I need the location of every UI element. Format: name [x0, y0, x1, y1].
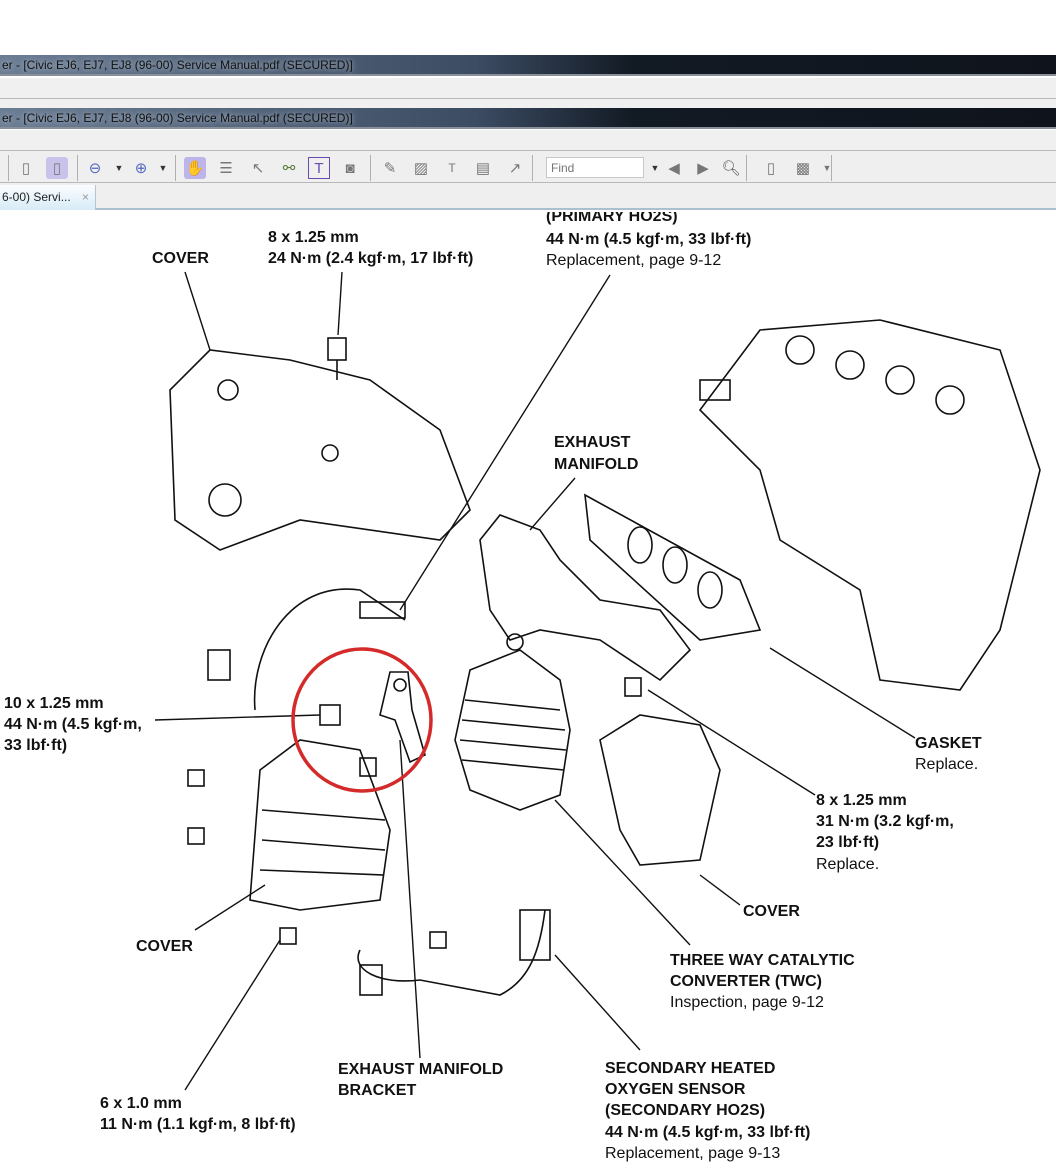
label-bolt-left-torque-2: 33 lbf·ft): [4, 737, 68, 754]
background-menubar: [0, 78, 1056, 98]
bookmark-icon[interactable]: ▯: [766, 160, 776, 177]
exhaust-manifold-part: [479, 514, 692, 682]
label-nut-right-torque: 31 N·m (3.2 kgf·m,: [816, 813, 954, 830]
label-secondary-ho2s-3: (SECONDARY HO2S): [605, 1102, 766, 1119]
toolbar: ▯ ▯ ⊖ ▼ ⊕ ▼ ✋ ☰ ↖ ⚯ T ◙ ✎ ▨ T ▤ ↗ ▼ ◀ ▶ …: [0, 150, 1056, 183]
label-bolt-left-size: 10 x 1.25 mm: [4, 695, 104, 712]
tab-label: 6-00) Servi...: [2, 190, 71, 204]
menubar: [0, 130, 1056, 150]
label-bracket: EXHAUST MANIFOLD: [338, 1061, 504, 1078]
highlight-circle: [291, 647, 433, 793]
find-next-icon[interactable]: ▶: [697, 160, 709, 177]
label-bolt-left-torque: 44 N·m (4.5 kgf·m,: [4, 716, 142, 733]
find-prev-icon[interactable]: ◀: [668, 160, 680, 177]
cover-right-part: [599, 714, 721, 866]
exhaust-manifold-diagram: [154, 271, 1041, 1091]
catalytic-converter: [454, 649, 571, 811]
text-icon[interactable]: T: [448, 161, 456, 175]
snapshot-icon[interactable]: ◙: [345, 159, 355, 177]
background-window-titlebar: er - [Civic EJ6, EJ7, EJ8 (96-00) Servic…: [0, 55, 1056, 76]
gasket: [584, 493, 762, 641]
label-nut-right-note: Replace.: [816, 856, 880, 873]
bolts: [187, 677, 642, 949]
label-gasket-note: Replace.: [915, 756, 979, 773]
engine-block: [698, 319, 1041, 691]
label-cover-left: COVER: [136, 938, 193, 955]
label-primary-ho2s-torque: 44 N·m (4.5 kgf·m, 33 lbf·ft): [546, 231, 752, 248]
find-binoculars-icon[interactable]: ⚯: [282, 160, 296, 177]
label-bolt-top-torque: 24 N·m (2.4 kgf·m, 17 lbf·ft): [268, 250, 474, 267]
reading-icon[interactable]: ☰: [219, 160, 233, 177]
label-cover-right: COVER: [743, 903, 800, 920]
label-bolt-bottom-size: 6 x 1.0 mm: [100, 1095, 182, 1112]
label-primary-ho2s: (PRIMARY HO2S): [546, 208, 678, 225]
label-exhaust-manifold: EXHAUST: [554, 434, 631, 451]
window-titlebar[interactable]: er - [Civic EJ6, EJ7, EJ8 (96-00) Servic…: [0, 108, 1056, 129]
attach-icon[interactable]: ✎: [383, 160, 397, 177]
window-title: er - [Civic EJ6, EJ7, EJ8 (96-00) Servic…: [2, 111, 353, 125]
document-tab[interactable]: 6-00) Servi... ×: [0, 185, 96, 210]
fit-width-icon[interactable]: ▯: [46, 157, 68, 179]
label-gasket: GASKET: [915, 735, 982, 752]
label-twc-2: CONVERTER (TWC): [670, 973, 822, 990]
zoom-out-dropdown[interactable]: ▼: [114, 163, 124, 173]
fit-page-icon[interactable]: ▯: [21, 160, 31, 177]
select-icon[interactable]: ↖: [251, 160, 265, 177]
label-bolt-top-size: 8 x 1.25 mm: [268, 229, 359, 246]
label-secondary-ho2s-ref: Replacement, page 9-13: [605, 1145, 781, 1162]
secondary-ho2s-sensor: [357, 909, 551, 996]
search-icon[interactable]: 🔍︎: [721, 160, 741, 177]
label-bracket-2: BRACKET: [338, 1082, 417, 1099]
label-cover-top: COVER: [152, 250, 209, 267]
transparency-icon[interactable]: ▩: [795, 160, 811, 177]
background-toolbar: [0, 98, 1056, 108]
cover-top-part: [169, 349, 471, 551]
zoom-out-icon[interactable]: ⊖: [88, 160, 102, 177]
comment-icon[interactable]: ▤: [475, 160, 491, 177]
label-secondary-ho2s-2: OXYGEN SENSOR: [605, 1081, 746, 1098]
label-primary-ho2s-ref: Replacement, page 9-12: [546, 252, 722, 269]
label-exhaust-manifold-2: MANIFOLD: [554, 456, 639, 473]
zoom-in-dropdown[interactable]: ▼: [158, 163, 168, 173]
hand-tool-icon[interactable]: ✋: [184, 157, 206, 179]
primary-ho2s-sensor: [207, 588, 406, 711]
edit-icon[interactable]: ▨: [413, 160, 429, 177]
label-nut-right-torque-2: 23 lbf·ft): [816, 834, 880, 851]
arrow-icon[interactable]: ↗: [508, 160, 522, 177]
find-input[interactable]: [546, 157, 644, 178]
label-twc-ref: Inspection, page 9-12: [670, 994, 824, 1011]
zoom-in-icon[interactable]: ⊕: [134, 160, 148, 177]
tab-bar: 6-00) Servi... ×: [0, 183, 1056, 210]
label-bolt-bottom-torque: 11 N·m (1.1 kgf·m, 8 lbf·ft): [100, 1116, 296, 1133]
transparency-dropdown[interactable]: ▼: [822, 163, 832, 173]
text-select-icon[interactable]: T: [308, 157, 330, 179]
label-secondary-ho2s-torque: 44 N·m (4.5 kgf·m, 33 lbf·ft): [605, 1124, 811, 1141]
label-twc: THREE WAY CATALYTIC: [670, 952, 855, 969]
bolt-top: [327, 337, 347, 380]
find-dropdown[interactable]: ▼: [650, 163, 660, 173]
label-nut-right-size: 8 x 1.25 mm: [816, 792, 907, 809]
tab-close-button[interactable]: ×: [81, 190, 89, 204]
cover-left-part: [249, 739, 391, 911]
label-secondary-ho2s: SECONDARY HEATED: [605, 1060, 776, 1077]
window-title: er - [Civic EJ6, EJ7, EJ8 (96-00) Servic…: [2, 58, 353, 72]
bracket-part: [379, 671, 426, 764]
